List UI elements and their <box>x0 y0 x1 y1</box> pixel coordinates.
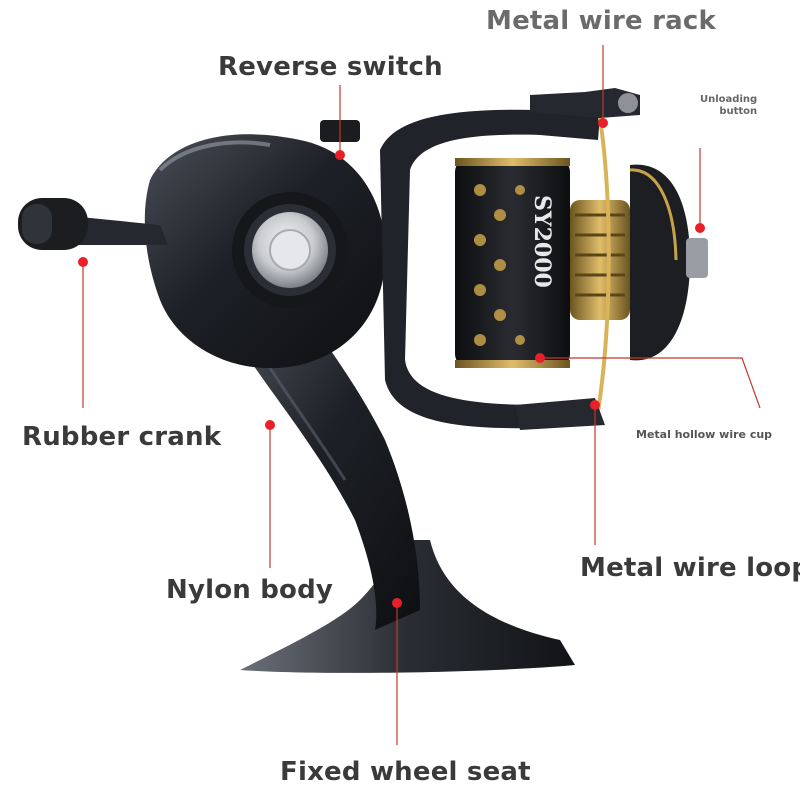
spool <box>455 158 570 368</box>
label-fixed-wheel-seat: Fixed wheel seat <box>280 757 531 787</box>
label-unloading-button-line2: button <box>719 106 758 117</box>
label-metal-hollow-wire-cup: Metal hollow wire cup <box>636 428 773 441</box>
label-nylon-body: Nylon body <box>166 575 334 605</box>
unloading-button-shaft <box>686 238 708 278</box>
label-metal-wire-rack: Metal wire rack <box>486 6 716 36</box>
spool-shaft <box>570 200 630 320</box>
spool-holes <box>474 184 525 346</box>
label-unloading-button-line1: Unloading <box>700 94 758 105</box>
leader-lines <box>82 45 761 745</box>
bail-wire <box>596 117 611 413</box>
model-text: SY2000 <box>529 195 555 288</box>
rotor-frame <box>380 109 600 429</box>
label-metal-wire-loop: Metal wire loop <box>580 553 800 583</box>
label-rubber-crank: Rubber crank <box>22 422 222 452</box>
label-reverse-switch: Reverse switch <box>218 52 443 82</box>
marker-dots <box>78 118 705 608</box>
reel-stem <box>230 320 420 630</box>
drag-cup <box>630 164 690 361</box>
label-unloading-button: Unloading button <box>700 94 757 118</box>
